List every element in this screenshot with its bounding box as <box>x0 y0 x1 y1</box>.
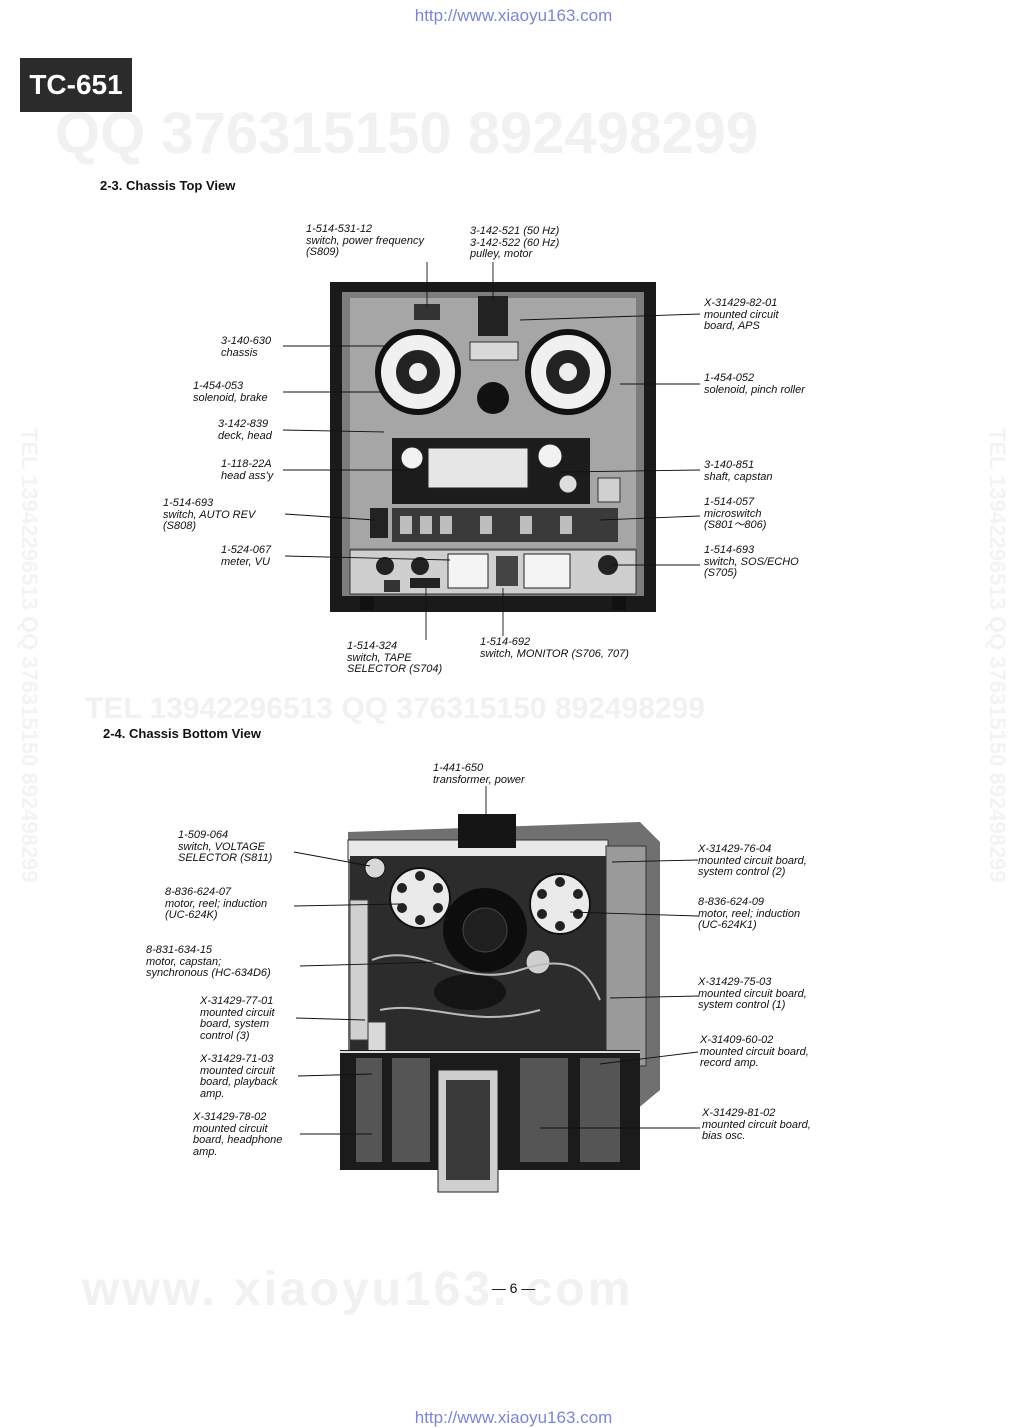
label-board-record-amp: X-31409-60-02 mounted circuit board, rec… <box>700 1034 809 1069</box>
label-chassis: 3-140-630 chassis <box>221 335 272 359</box>
watermark-tel: TEL 13942296513 QQ 376315150 892498299 <box>85 692 705 725</box>
label-shaft-capstan: 3-140-851 shaft, capstan <box>704 459 773 483</box>
bottom-view-leader-lines <box>293 786 700 1135</box>
label-board-playback-amp: X-31429-71-03 mounted circuit board, pla… <box>200 1053 278 1100</box>
label-board-system-control-3: X-31429-77-01 mounted circuit board, sys… <box>200 995 275 1042</box>
label-microswitch: 1-514-057 microswitch (S801～806) <box>704 496 767 531</box>
label-solenoid-pinch-roller: 1-454-052 solenoid, pinch roller <box>704 372 805 396</box>
label-switch-auto-rev: 1-514-693 switch, AUTO REV (S808) <box>163 497 256 532</box>
label-switch-power-frequency: 1-514-531-12 switch, power frequency (S8… <box>306 223 424 258</box>
label-board-aps: X-31429-82-01 mounted circuit board, APS <box>704 297 779 332</box>
label-switch-monitor: 1-514-692 switch, MONITOR (S706, 707) <box>480 636 629 660</box>
label-deck-head: 3-142-839 deck, head <box>218 418 272 442</box>
label-motor-reel-k: 8-836-624-07 motor, reel; induction (UC-… <box>165 886 268 921</box>
chassis-top-view-photo <box>330 282 656 612</box>
page-number: — 6 — <box>491 1280 536 1296</box>
label-board-system-control-2: X-31429-76-04 mounted circuit board, sys… <box>698 843 807 878</box>
label-meter-vu: 1-524-067 meter, VU <box>221 544 272 568</box>
label-motor-reel-k1: 8-836-624-09 motor, reel; induction (UC-… <box>698 896 801 931</box>
section-title-bottom-view: 2-4. Chassis Bottom View <box>103 726 261 741</box>
label-switch-sos-echo: 1-514-693 switch, SOS/ECHO (S705) <box>704 544 799 579</box>
top-view-leader-lines <box>282 262 701 640</box>
label-board-headphone-amp: X-31429-78-02 mounted circuit board, hea… <box>193 1111 283 1158</box>
footer-url-bottom[interactable]: http://www.xiaoyu163.com <box>414 1408 613 1427</box>
chassis-bottom-view-photo <box>340 814 660 1193</box>
label-motor-capstan: 8-831-634-15 motor, capstan; synchronous… <box>146 944 271 979</box>
label-transformer-power: 1-441-650 transformer, power <box>433 762 525 786</box>
model-badge: TC-651 <box>20 58 132 112</box>
header-url-top[interactable]: http://www.xiaoyu163.com <box>414 6 613 25</box>
watermark-qq: QQ 376315150 892498299 <box>55 101 759 166</box>
label-solenoid-brake: 1-454-053 solenoid, brake <box>193 380 268 404</box>
label-board-system-control-1: X-31429-75-03 mounted circuit board, sys… <box>698 976 807 1011</box>
label-head-assy: 1-118-22A head ass'y <box>221 458 274 482</box>
label-switch-tape-selector: 1-514-324 switch, TAPE SELECTOR (S704) <box>347 640 443 675</box>
section-title-top-view: 2-3. Chassis Top View <box>100 178 236 193</box>
label-switch-voltage-selector: 1-509-064 switch, VOLTAGE SELECTOR (S811… <box>178 829 273 864</box>
label-board-bias-osc: X-31429-81-02 mounted circuit board, bia… <box>702 1107 811 1142</box>
label-pulley-motor: 3-142-521 (50 Hz) 3-142-522 (60 Hz) pull… <box>470 225 560 260</box>
watermark-site: www. xiaoyu163. com <box>82 1263 634 1316</box>
